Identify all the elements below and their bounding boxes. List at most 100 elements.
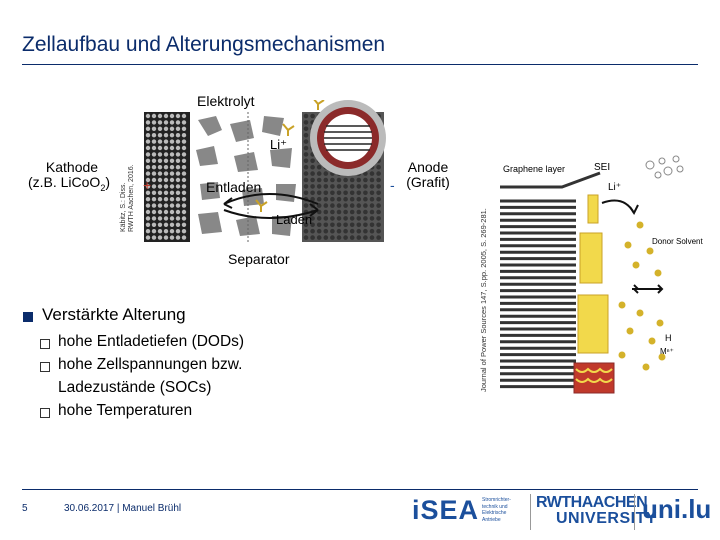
- anode-particle: [330, 222, 335, 228]
- anode-particle: [310, 164, 315, 170]
- cathode-particle: [151, 165, 157, 170]
- anode-particle: [303, 145, 309, 151]
- cathode-particle: [157, 235, 163, 240]
- cathode-particle: [169, 158, 175, 163]
- cathode-particle: [145, 229, 151, 234]
- cathode-particle: [151, 171, 157, 176]
- anode-particle: [363, 203, 368, 208]
- charge-label: Laden: [276, 212, 313, 227]
- anode-particle: [356, 209, 362, 215]
- anode-particle: [343, 177, 348, 183]
- cathode-particle: [169, 177, 175, 183]
- cell-source-line1: Käbitz, S.: Diss.: [120, 182, 127, 232]
- anode-particle: [316, 184, 322, 189]
- cathode-particle: [181, 113, 187, 119]
- solvent-molecule: [624, 241, 632, 249]
- anode-particle: [303, 152, 309, 157]
- cathode-particle: [157, 120, 163, 125]
- cathode-particle: [151, 190, 157, 195]
- cathode-particle: [181, 152, 187, 157]
- cathode-particle: [151, 126, 157, 131]
- cathode-particle: [151, 209, 157, 215]
- anode-particle: [323, 222, 329, 228]
- cathode-particle: [175, 171, 181, 176]
- cathode-particle: [145, 171, 151, 176]
- anode-particle: [310, 177, 315, 183]
- anode-particle: [323, 203, 329, 208]
- anode-particle: [369, 209, 375, 215]
- solvent-molecule: [636, 309, 644, 317]
- cathode-particle: [181, 126, 187, 131]
- cathode-particle: [163, 235, 169, 240]
- cathode-particle: [169, 139, 175, 144]
- li-ion-label: Li⁺: [270, 137, 287, 152]
- anode-particle: [316, 164, 322, 170]
- anode-particle: [316, 216, 322, 221]
- anode-particle: [356, 196, 362, 202]
- anode-particle: [303, 132, 309, 138]
- anode-particle: [303, 139, 309, 144]
- anode-particle: [310, 228, 315, 234]
- cathode-particle: [181, 197, 187, 202]
- anode-particle: [310, 171, 315, 176]
- cathode-particle: [145, 113, 151, 119]
- anode-particle: [343, 196, 348, 202]
- cathode-label-line2: (z.B. LiCoO2): [16, 175, 122, 194]
- anode-particle: [349, 235, 355, 240]
- anode-particle: [343, 184, 348, 189]
- anode-particle: [356, 203, 362, 208]
- cathode-particle: [175, 209, 181, 215]
- anode-particle: [303, 113, 309, 119]
- electrolyte-label: Elektrolyt: [197, 93, 255, 109]
- anode-particle: [369, 203, 375, 208]
- anode-particle: [310, 216, 315, 221]
- cathode-particle: [151, 113, 157, 119]
- cathode-particle: [163, 216, 169, 221]
- anode-particle: [303, 222, 309, 228]
- cathode-particle: [145, 133, 151, 138]
- cathode-particle: [163, 177, 169, 183]
- anode-particle: [310, 196, 315, 202]
- anode-particle: [376, 209, 381, 215]
- logo-separator-1: [530, 494, 531, 530]
- anode-particle: [336, 222, 342, 228]
- anode-particle: [336, 235, 342, 240]
- anode-particle: [336, 177, 342, 183]
- anode-particle: [356, 235, 362, 240]
- cathode-particle: [175, 113, 181, 119]
- cathode-formula-close: ): [105, 174, 111, 191]
- anode-particle: [330, 209, 335, 215]
- anode-particle: [356, 184, 362, 189]
- anode-particle: [323, 190, 329, 196]
- cathode-particle: [181, 120, 187, 125]
- cathode-particle: [169, 113, 175, 119]
- anode-particle: [330, 216, 335, 221]
- anode-particle: [310, 235, 315, 240]
- cathode-particle: [169, 209, 175, 215]
- cathode-particle: [163, 203, 169, 208]
- anode-particle: [376, 196, 381, 202]
- cathode-particle: [181, 184, 187, 189]
- anode-particle: [369, 184, 375, 189]
- cathode-particle: [163, 113, 169, 119]
- metal-ion-label: Mⁿ⁺: [660, 347, 674, 356]
- graphite-particle: [310, 100, 386, 176]
- anode-particle: [369, 196, 375, 202]
- cathode-particle: [145, 184, 151, 189]
- anode-particle: [336, 216, 342, 221]
- anode-particle: [303, 120, 309, 125]
- cathode-particle: [175, 235, 181, 240]
- cathode-particle: [151, 216, 157, 221]
- cathode-particle: [157, 152, 163, 157]
- anode-particle: [376, 235, 381, 240]
- sub-bullet-text-2-continued: Ladezustände (SOCs): [58, 379, 212, 396]
- cathode-particle: [175, 229, 181, 234]
- cathode-particle: [163, 126, 169, 131]
- cathode-particle: [175, 216, 181, 221]
- solvent-molecule: [648, 337, 656, 345]
- anode-particle: [363, 216, 368, 221]
- cathode-particle: [157, 165, 163, 170]
- anode-particle: [316, 196, 322, 202]
- cathode-particle: [181, 216, 187, 221]
- anode-particle: [330, 184, 335, 189]
